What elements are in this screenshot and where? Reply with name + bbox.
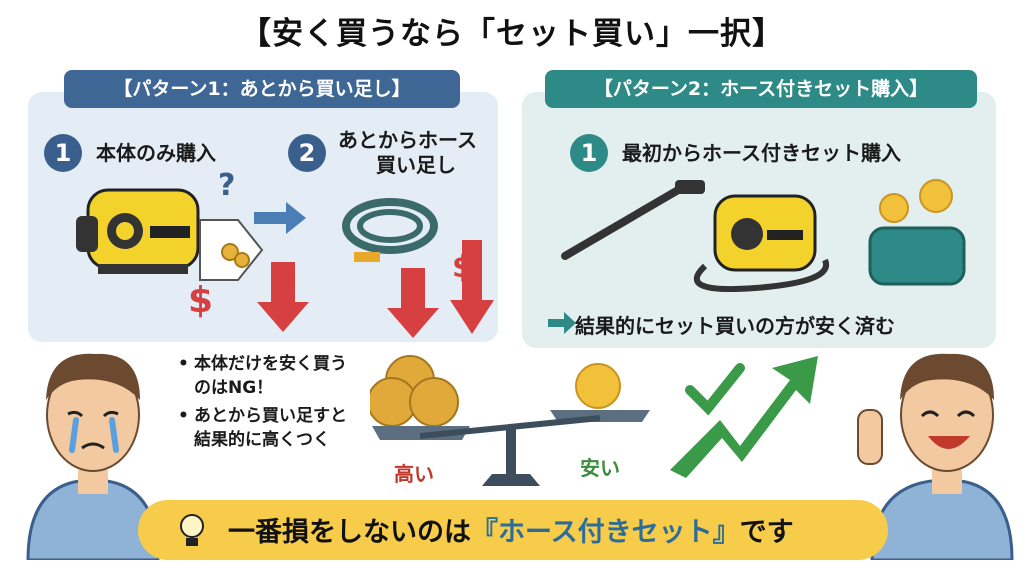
washer-set-icon — [561, 180, 830, 293]
price-tag-icon — [199, 219, 264, 281]
conclusion-suffix: です — [739, 517, 794, 548]
happy-person-icon — [857, 353, 1014, 560]
conclusion-prefix: 一番損をしないのは — [228, 517, 471, 548]
right-arrow-icon — [254, 202, 306, 234]
high-price-label: 高い — [394, 462, 434, 486]
conclusion-text: 一番損をしないのは『ホース付きセット』です — [228, 510, 794, 549]
down-arrow-icon-3 — [450, 240, 494, 334]
conclusion-banner — [138, 500, 888, 560]
result-arrow-icon — [548, 312, 576, 334]
page-title: 【安く買うなら「セット買い」一択】 — [240, 16, 784, 52]
step2-label: あとからホース 買い足し — [338, 128, 477, 178]
question-mark: ? — [218, 168, 236, 203]
coin-wallet-icon — [868, 179, 966, 286]
result-text: 結果的にセット買いの方が安く済む — [575, 314, 895, 338]
step1-number-badge: 1 — [44, 134, 82, 172]
step2-label-line2: 買い足し — [376, 153, 456, 177]
up-trend-arrow-icon — [670, 356, 818, 478]
sad-person-icon — [26, 353, 160, 560]
down-arrow-icon — [257, 262, 309, 332]
conclusion-highlight: 『ホース付きセット』 — [471, 517, 740, 548]
dollar-sign-icon: $ — [188, 280, 214, 321]
pattern1-tag: 【パターン1：あとから買い足し】 — [64, 70, 460, 108]
step2-label-line1: あとからホース — [338, 128, 477, 152]
pressure-washer-icon — [76, 188, 200, 274]
step1-label: 本体のみ購入 — [96, 141, 216, 165]
dollar-sign-icon-2: $ — [452, 250, 473, 285]
hose-icon — [342, 198, 438, 262]
step2-number-badge: 2 — [288, 134, 326, 172]
pattern2-step1-label: 最初からホース付きセット購入 — [622, 141, 901, 165]
down-arrow-icon-2 — [387, 268, 439, 338]
low-price-label: 安い — [580, 456, 620, 480]
pattern2-step1-number-badge: 1 — [570, 134, 608, 172]
lightbulb-icon — [180, 514, 204, 546]
pattern2-tag: 【パターン2：ホース付きセット購入】 — [545, 70, 977, 108]
balance-scale-icon — [370, 355, 650, 486]
